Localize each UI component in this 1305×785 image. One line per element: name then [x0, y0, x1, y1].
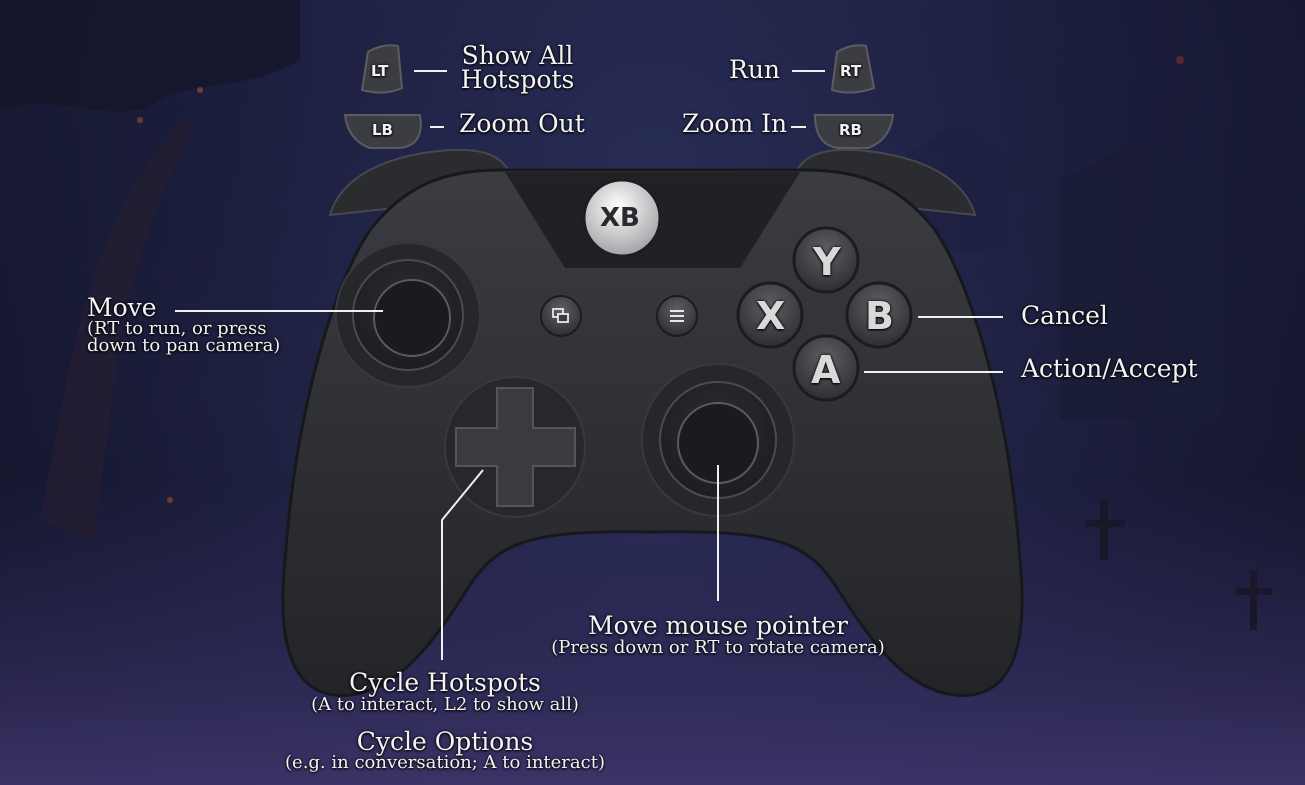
dpad: [455, 387, 576, 507]
y-button: [792, 226, 860, 294]
move-pointer-label: Move mouse pointer: [588, 611, 848, 640]
action-accept-label: Action/Accept: [1021, 354, 1198, 383]
y-button-label: Y: [813, 240, 841, 284]
rt-trigger: [830, 44, 876, 94]
x-button: [736, 281, 804, 349]
b-button: [845, 281, 913, 349]
lt-trigger: [360, 44, 404, 94]
move-pointer-sublabel: (Press down or RT to rotate camera): [551, 637, 885, 658]
guide-button-label: XB: [600, 203, 640, 233]
cancel-label: Cancel: [1021, 301, 1108, 330]
cycle-hotspots-sublabel: (A to interact, L2 to show all): [311, 694, 579, 715]
move-label: Move: [87, 293, 157, 322]
menu-icon: [656, 295, 698, 337]
b-button-label: B: [865, 294, 894, 338]
a-button: [792, 334, 860, 402]
cycle-hotspots-label: Cycle Hotspots: [349, 668, 541, 697]
rt-button-label: RT: [840, 62, 862, 80]
a-button-label: A: [811, 348, 841, 392]
lt-button-label: LT: [371, 62, 389, 80]
zoom-in-label: Zoom In: [682, 109, 788, 138]
leader-lines: [175, 70, 1003, 660]
rb-button-label: RB: [839, 121, 862, 139]
zoom-out-label: Zoom Out: [459, 109, 585, 138]
x-button-label: X: [756, 294, 786, 338]
run-label: Run: [729, 55, 781, 84]
cycle-options-sublabel: (e.g. in conversation; A to interact): [285, 752, 605, 773]
lb-bumper: [343, 114, 422, 149]
cycle-options-label: Cycle Options: [356, 727, 534, 756]
lb-button-label: LB: [372, 121, 393, 139]
show-all-hotspots-label: Show All Hotspots: [460, 41, 575, 94]
guide-button: [582, 178, 662, 258]
view-icon: [540, 295, 582, 337]
move-sublabel: (RT to run, or press down to pan camera): [87, 318, 281, 356]
rb-bumper: [813, 114, 895, 149]
